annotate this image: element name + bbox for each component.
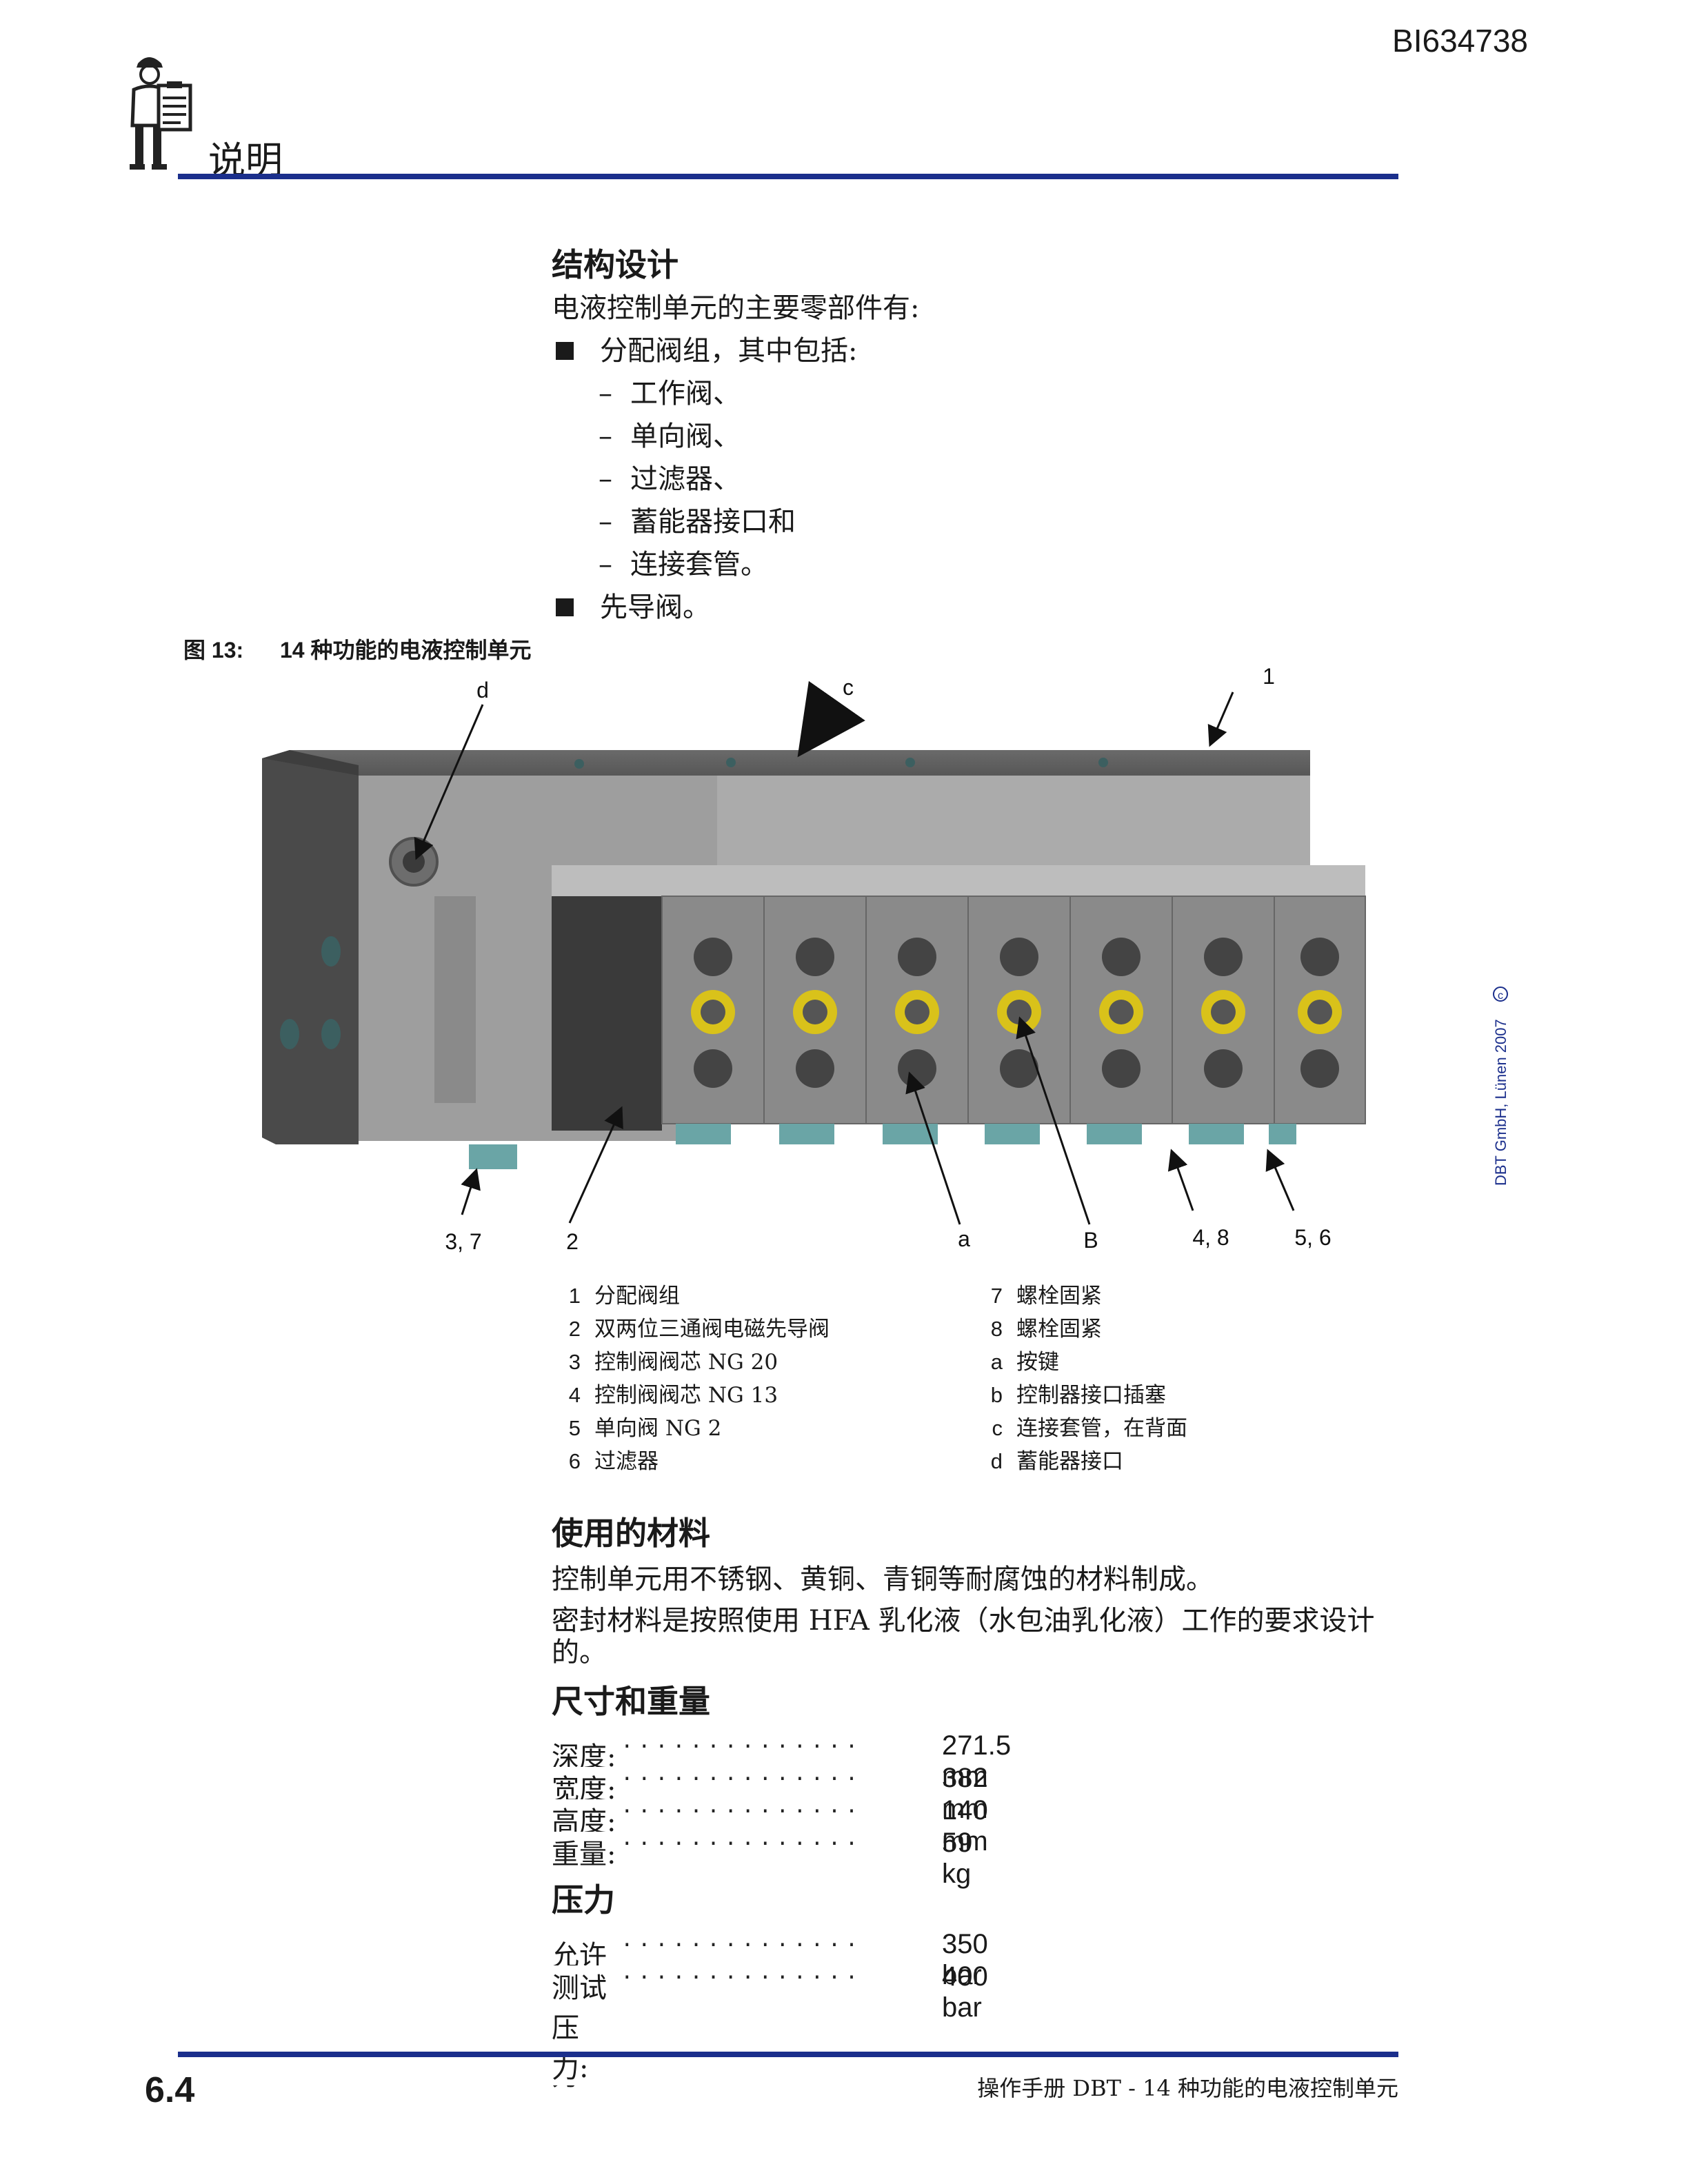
valve-module: [865, 896, 969, 1144]
list-item: –蓄能器接口和: [599, 506, 796, 538]
valve-module: [967, 896, 1071, 1144]
callout-1: 1: [1263, 664, 1275, 689]
structure-heading: 结构设计: [552, 246, 679, 283]
valve-module: [1069, 896, 1173, 1144]
list-item: 分配阀组，其中包括:: [552, 330, 919, 372]
dimensions-heading: 尺寸和重量: [552, 1683, 710, 1720]
pressure-section: 压力 ..................允许的工作压力:350 bar ...…: [552, 1875, 988, 2093]
dimensions-section: 尺寸和重量 ..................深度:271.5 mm ....…: [552, 1677, 1011, 1889]
materials-paragraph: 控制单元用不锈钢、黄铜、青铜等耐腐蚀的材料制成。: [552, 1564, 1214, 1595]
dimensions-table: ..................深度:271.5 mm ..........…: [552, 1729, 1011, 1889]
valve-module: [1269, 896, 1366, 1144]
bullet-square-icon: [556, 342, 574, 360]
footer-rule: [178, 2052, 1398, 2057]
callout-c: c: [843, 675, 854, 700]
callout-2: 2: [566, 1229, 579, 1254]
callout-arrows: [414, 680, 1295, 1225]
operator-manual-icon: [119, 50, 201, 176]
svg-text:DBT GmbH, Lünen 2007: DBT GmbH, Lünen 2007: [1492, 1019, 1509, 1186]
valve-module: [1172, 896, 1275, 1144]
list-item: –过滤器、: [599, 463, 741, 495]
pressure-heading: 压力: [552, 1881, 615, 1919]
figure-label: 图 13:: [183, 638, 244, 663]
valve-module-row: [469, 865, 1366, 1169]
seal-paragraph: 密封材料是按照使用 HFA 乳化液（水包油乳化液）工作的要求设计 的。: [552, 1605, 1375, 1668]
valve-module: [661, 896, 765, 1144]
spec-row: ..................高度:140 mm: [552, 1794, 988, 1857]
valve-module: [763, 896, 867, 1144]
structure-intro: 电液控制单元的主要零部件有:: [552, 292, 920, 324]
figure-caption: 图 13: 14 种功能的电液控制单元: [183, 633, 532, 665]
figure-title: 14 种功能的电液控制单元: [280, 638, 532, 663]
spec-row: ..................测试压力:400 bar: [552, 1960, 988, 2085]
callout-a: a: [958, 1226, 970, 1251]
sub-component-list: –工作阀、 –单向阀、 –过滤器、 –蓄能器接口和 –连接套管。: [552, 372, 919, 586]
callout-5-6: 5, 6: [1294, 1225, 1331, 1250]
copyright-notice: DBT GmbH, Lünen 2007 c: [1474, 986, 1523, 1193]
page-number: 6.4: [145, 2070, 195, 2110]
component-list: 先导阀。: [552, 586, 919, 629]
footer-title: 操作手册 DBT - 14 种功能的电液控制单元: [977, 2075, 1398, 2101]
callout-3-7: 3, 7: [445, 1229, 481, 1254]
materials-section: 使用的材料 控制单元用不锈钢、黄铜、青铜等耐腐蚀的材料制成。 密封材料是按照使用…: [552, 1508, 1407, 1668]
list-item: 先导阀。: [552, 586, 919, 629]
control-unit-illustration: d c 1 3, 7 2 a B 4, 8 5, 6: [248, 662, 1393, 1285]
spec-row: ..................重量:59 kg: [552, 1826, 973, 1889]
pressure-table: ..................允许的工作压力:350 bar ......…: [552, 1928, 988, 2093]
callout-b: B: [1083, 1228, 1098, 1253]
materials-heading: 使用的材料: [552, 1515, 710, 1552]
list-item: –工作阀、: [599, 378, 741, 410]
document-id: BI634738: [1392, 23, 1528, 59]
callout-d: d: [476, 678, 489, 702]
bullet-square-icon: [556, 598, 574, 616]
component-list: 分配阀组，其中包括:: [552, 330, 919, 372]
callout-4-8: 4, 8: [1192, 1225, 1229, 1250]
copyright-icon: c: [1498, 990, 1503, 1002]
list-item: –连接套管。: [599, 549, 768, 580]
list-item: –单向阀、: [599, 421, 741, 452]
structure-section: 结构设计 电液控制单元的主要零部件有: 分配阀组，其中包括: –工作阀、 –单向…: [552, 240, 919, 629]
header-rule: [178, 174, 1398, 179]
